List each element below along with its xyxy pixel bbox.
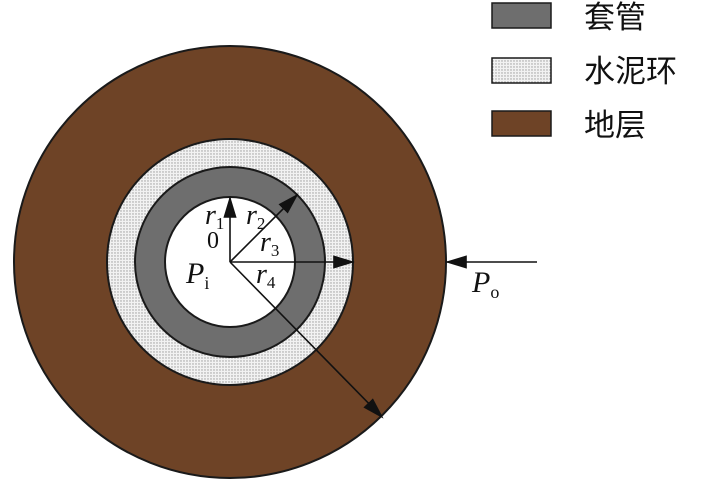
legend: 套管 水泥环 地层	[491, 0, 677, 144]
r4-sub: 4	[267, 273, 276, 292]
radius-r4-arrow	[229, 261, 384, 419]
r3-main: r	[260, 227, 271, 258]
pi-sub: i	[204, 273, 209, 293]
r4-main: r	[256, 259, 267, 290]
pi-main: P	[185, 257, 204, 290]
center-label: 0	[207, 228, 219, 254]
r2-sub: 2	[257, 214, 266, 233]
outer-pressure-label: Po	[471, 266, 499, 302]
r3-sub: 3	[271, 241, 280, 260]
radius-r2-arrow	[229, 193, 299, 263]
r1-main: r	[205, 200, 216, 231]
legend-swatch-casing	[491, 2, 552, 29]
po-main: P	[471, 266, 490, 299]
inner-pressure-label: Pi	[185, 257, 209, 293]
legend-swatch-cement	[491, 57, 552, 84]
legend-swatch-formation	[491, 110, 552, 137]
legend-label-cement: 水泥环	[584, 54, 677, 90]
radius-r2-label: r2	[246, 200, 265, 233]
legend-label-casing: 套管	[584, 0, 646, 36]
po-sub: o	[490, 282, 499, 302]
radius-r3-label: r3	[260, 227, 279, 260]
radius-r4-label: r4	[256, 259, 276, 292]
r2-main: r	[246, 200, 257, 231]
r1-sub: 1	[216, 214, 225, 233]
legend-label-formation: 地层	[584, 108, 646, 144]
radius-r1-label: r1	[205, 200, 224, 233]
